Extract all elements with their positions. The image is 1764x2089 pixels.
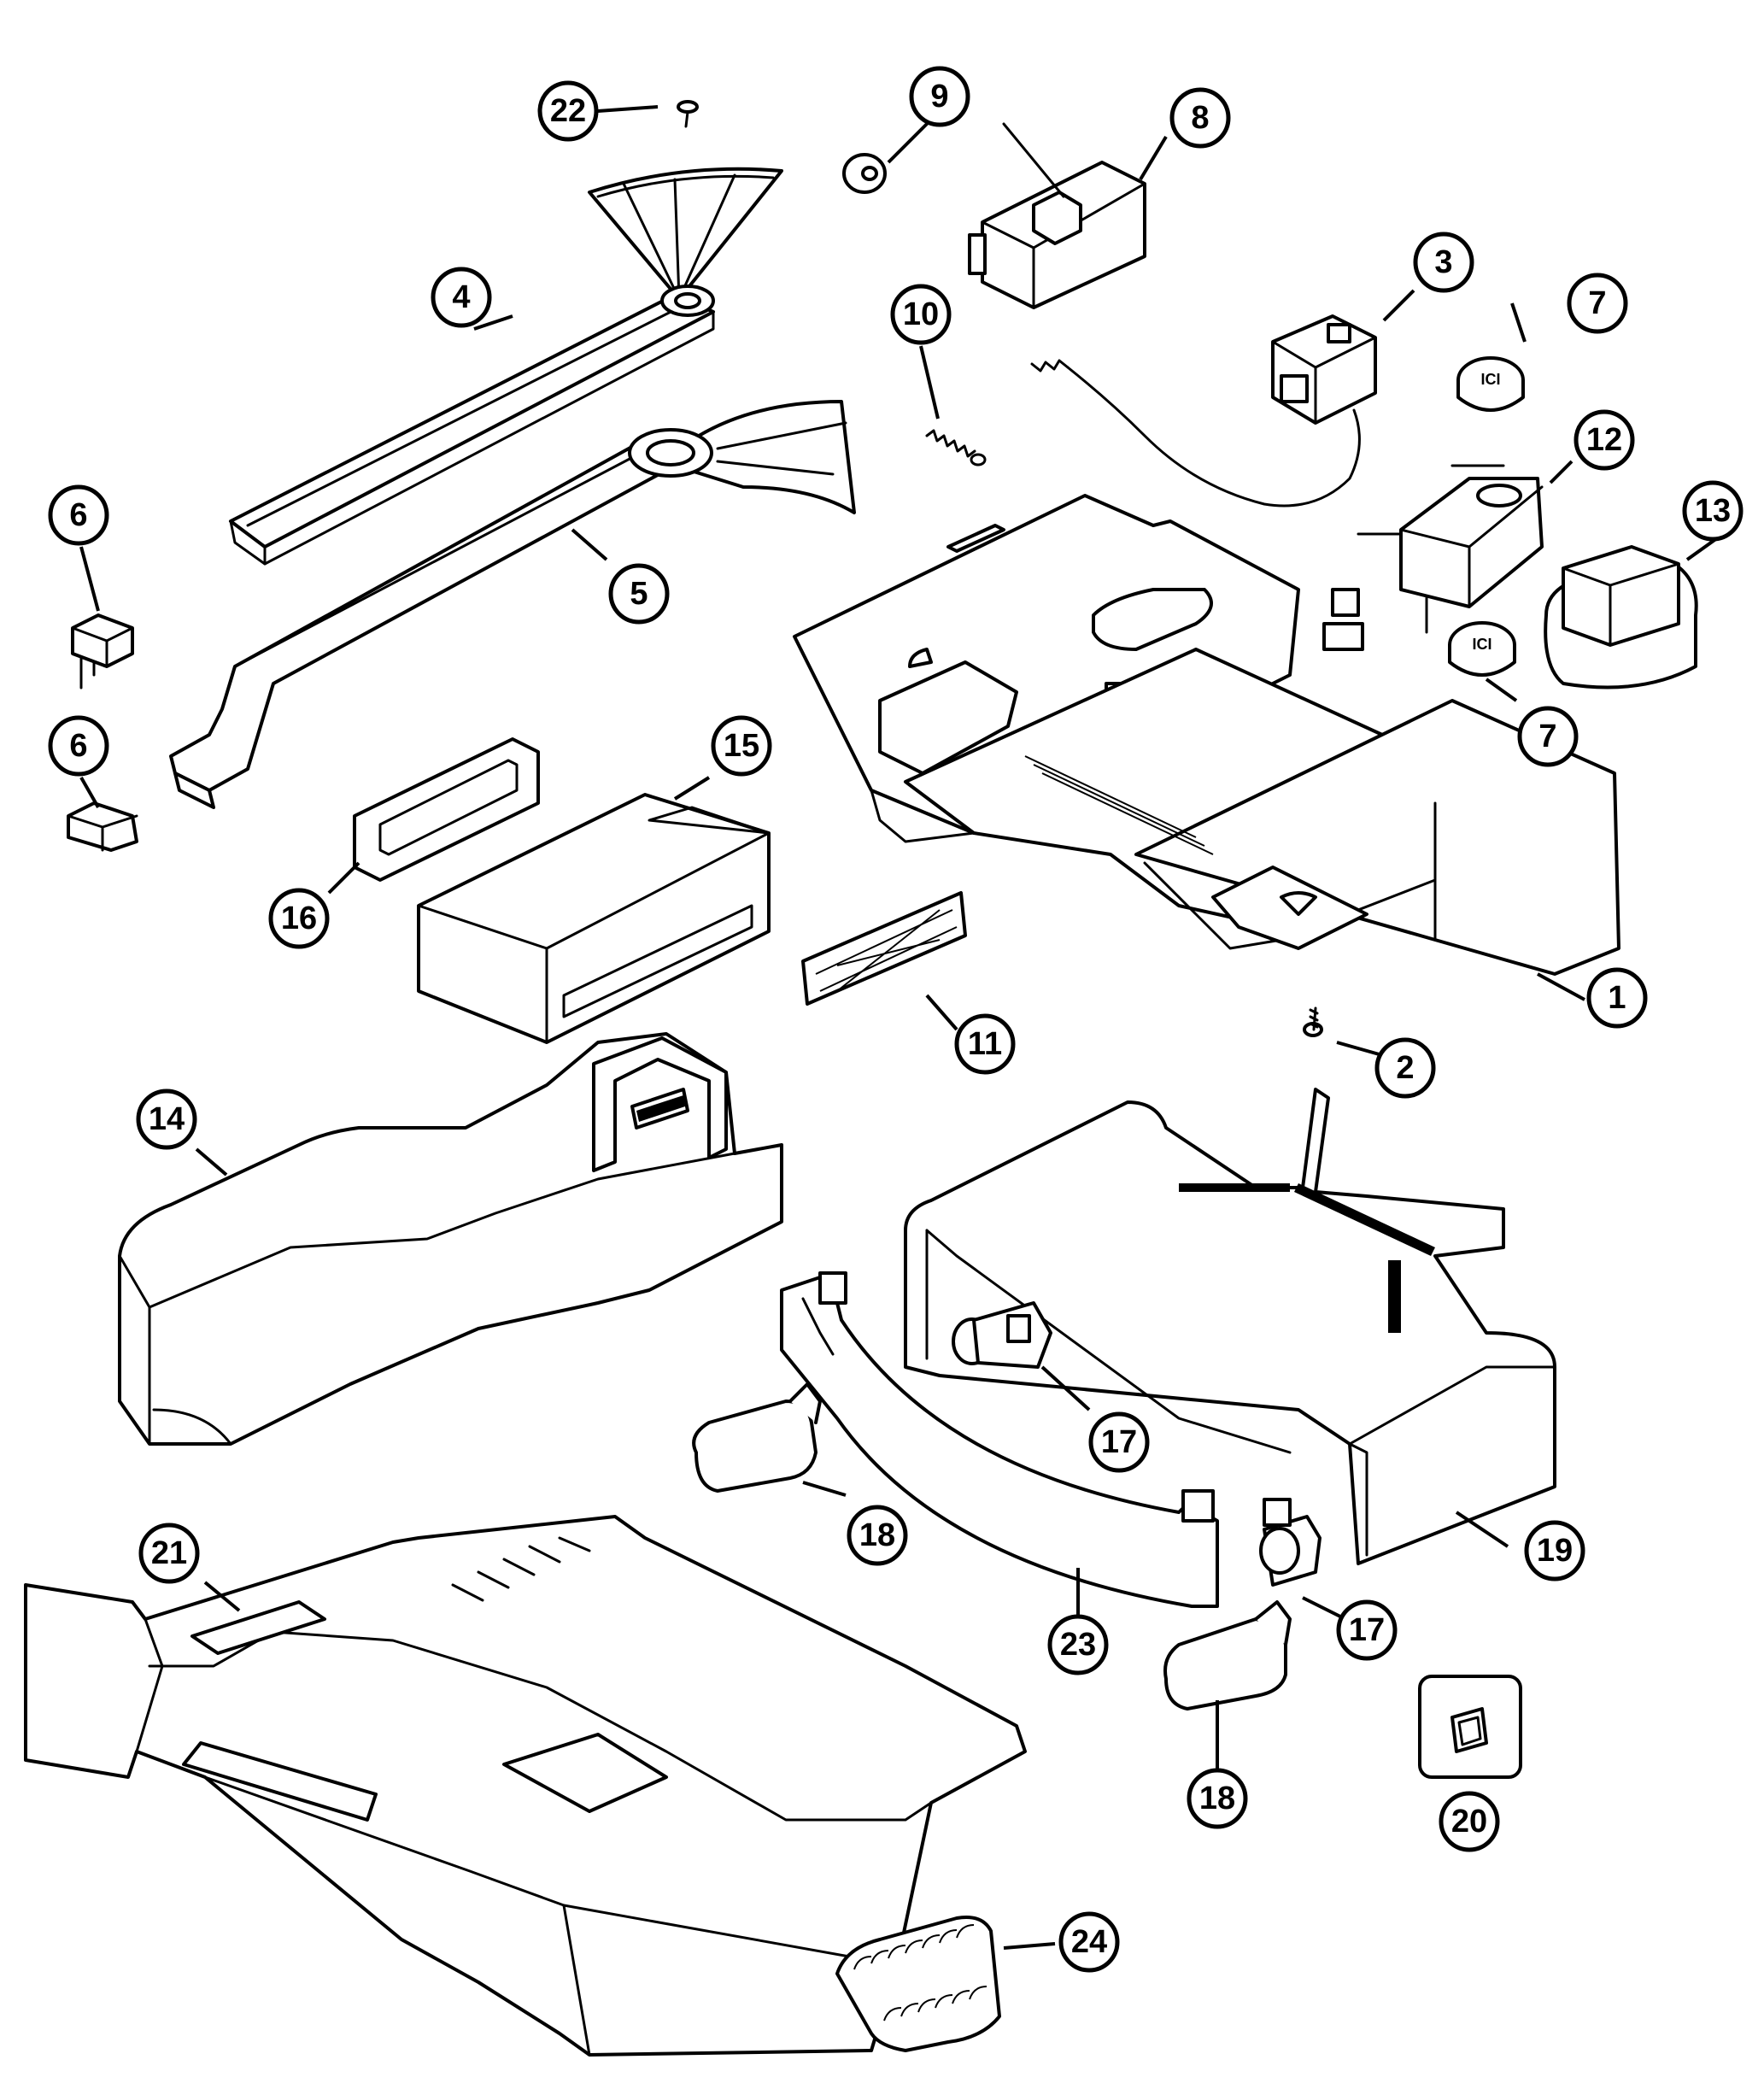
callout-16: 16 — [268, 888, 330, 949]
part-5-arm — [169, 400, 856, 809]
part-6-clip-upper — [71, 613, 134, 689]
svg-text:7: 7 — [1588, 285, 1606, 321]
callout-10: 10 — [890, 284, 952, 345]
part-20-rocker-switch — [1418, 1675, 1522, 1779]
callout-18-lower: 18 — [1187, 1768, 1248, 1829]
svg-text:4: 4 — [452, 279, 470, 315]
svg-text:9: 9 — [930, 79, 948, 114]
callout-20: 20 — [1439, 1791, 1500, 1852]
part-3-switch — [1030, 314, 1377, 508]
callout-1: 1 — [1586, 967, 1648, 1029]
svg-text:19: 19 — [1537, 1533, 1573, 1569]
svg-text:21: 21 — [151, 1535, 187, 1571]
part-18-bulb-lower — [1163, 1600, 1292, 1711]
part-13-motor — [1544, 545, 1698, 689]
svg-text:22: 22 — [550, 93, 586, 129]
callout-23: 23 — [1047, 1614, 1109, 1675]
part-12-bracket — [1357, 464, 1544, 634]
svg-text:2: 2 — [1396, 1050, 1414, 1086]
callout-21: 21 — [138, 1523, 200, 1584]
callout-4: 4 — [431, 267, 492, 328]
svg-text:15: 15 — [724, 728, 759, 764]
part-23-bracket — [780, 1271, 1219, 1608]
callout-22: 22 — [537, 80, 599, 142]
callout-8: 8 — [1169, 87, 1231, 149]
callout-3: 3 — [1413, 232, 1474, 293]
part-17-socket-lower — [1259, 1498, 1322, 1587]
callout-6-lower: 6 — [48, 715, 109, 777]
svg-text:16: 16 — [281, 901, 317, 936]
svg-text:6: 6 — [69, 497, 87, 533]
svg-text:6: 6 — [69, 728, 87, 764]
svg-text:10: 10 — [903, 296, 939, 332]
callout-12: 12 — [1574, 409, 1635, 471]
callout-15: 15 — [711, 715, 772, 777]
callout-19: 19 — [1524, 1520, 1585, 1581]
callout-17-upper: 17 — [1088, 1411, 1150, 1473]
svg-text:12: 12 — [1586, 422, 1622, 458]
svg-text:18: 18 — [859, 1517, 895, 1553]
callout-6-upper: 6 — [48, 484, 109, 546]
part-7-knob-lower: ICI — [1448, 621, 1516, 677]
part-24-grille — [835, 1916, 1001, 2052]
leader-lines — [79, 105, 1719, 1950]
part-11-grille — [801, 891, 967, 1006]
svg-text:8: 8 — [1191, 100, 1209, 136]
callout-18-upper: 18 — [847, 1505, 908, 1566]
svg-text:17: 17 — [1101, 1424, 1137, 1460]
svg-text:17: 17 — [1349, 1612, 1385, 1648]
svg-text:18: 18 — [1199, 1781, 1235, 1816]
callout-11: 11 — [954, 1013, 1016, 1075]
part-7-knob-top: ICI — [1456, 356, 1525, 412]
svg-text:1: 1 — [1608, 980, 1626, 1016]
svg-text:23: 23 — [1060, 1627, 1096, 1663]
part-8-control-box — [968, 122, 1146, 309]
svg-text:11: 11 — [968, 1026, 1002, 1062]
part-19-tray — [904, 1088, 1556, 1565]
callout-24: 24 — [1058, 1911, 1120, 1973]
callout-labels: 22 9 8 4 3 7 10 12 13 6 5 7 6 15 16 1 11… — [48, 66, 1743, 1973]
svg-text:24: 24 — [1071, 1924, 1107, 1960]
svg-text:14: 14 — [149, 1101, 185, 1137]
part-21-cover — [24, 1515, 1027, 2057]
svg-text:7: 7 — [1538, 719, 1556, 754]
part-6-clip-lower — [67, 801, 138, 852]
part-17-socket-upper — [952, 1301, 1052, 1369]
svg-text:3: 3 — [1434, 244, 1452, 280]
part-4-arm — [229, 167, 783, 566]
svg-text:13: 13 — [1695, 493, 1731, 529]
callout-13: 13 — [1682, 480, 1743, 542]
callout-7-top: 7 — [1567, 273, 1628, 334]
callout-14: 14 — [136, 1089, 197, 1150]
svg-text:ICI: ICI — [1472, 636, 1491, 653]
callout-2: 2 — [1374, 1037, 1436, 1099]
callout-17-lower: 17 — [1336, 1599, 1398, 1661]
svg-text:20: 20 — [1451, 1804, 1487, 1840]
svg-text:5: 5 — [630, 576, 648, 612]
part-22-screw — [677, 100, 699, 128]
part-18-bulb-upper — [692, 1382, 822, 1493]
part-14-duct — [118, 1032, 783, 1446]
svg-text:ICI: ICI — [1480, 371, 1500, 388]
part-2-screw — [1303, 1006, 1323, 1037]
callout-5: 5 — [608, 563, 670, 625]
part-1-housing — [793, 494, 1620, 976]
callout-7-lower: 7 — [1517, 706, 1579, 767]
callout-9: 9 — [909, 66, 970, 127]
part-15-duct — [417, 793, 771, 1044]
part-10-spring — [925, 429, 987, 467]
part-9-washer — [842, 153, 887, 194]
